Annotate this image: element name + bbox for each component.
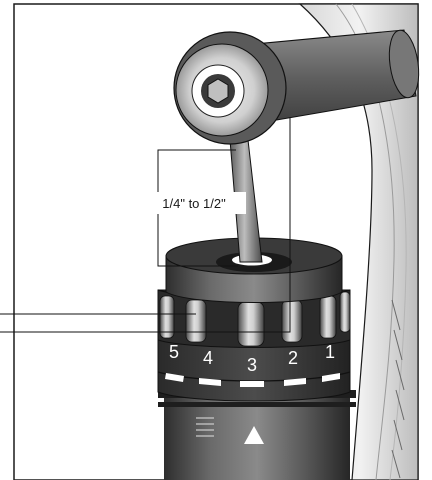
dial-numeral-ring	[157, 339, 351, 402]
leader-lines	[0, 118, 291, 333]
dial-number-5: 5	[169, 342, 179, 362]
leader-line-lower	[0, 118, 291, 333]
dial-number-3: 3	[247, 355, 257, 375]
indicator-arrow-icon	[244, 426, 264, 444]
dial-numbers: 5 4 3 2 1	[169, 342, 335, 375]
dimension-label-background	[148, 192, 246, 214]
dial-number-1: 1	[325, 342, 335, 362]
dimension-label: 1/4" to 1/2"	[162, 196, 226, 211]
dial-number-2: 2	[288, 348, 298, 368]
dial-index-marks	[165, 373, 340, 387]
hex-bolt-icon	[207, 78, 229, 104]
dial-number-4: 4	[203, 348, 213, 368]
